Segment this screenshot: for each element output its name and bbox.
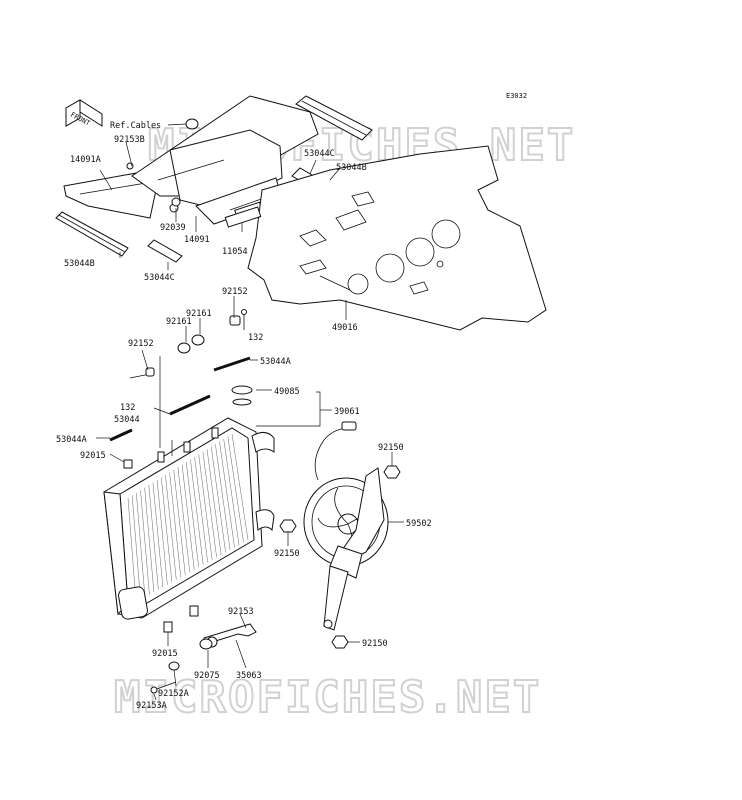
diagram-code: E3032 (506, 92, 527, 100)
watermark-bottom: MICROFICHES.NET (114, 672, 541, 723)
grommet-92161-pair (177, 334, 205, 354)
collar-92153 (189, 605, 199, 617)
label-35063: 35063 (236, 671, 262, 681)
bolt-132-top (241, 309, 247, 330)
label-53044c-top: 53044C (304, 149, 335, 159)
label-14091: 14091 (184, 235, 210, 245)
heat-shield-14091a (63, 95, 319, 225)
grommet-92152-top (229, 315, 241, 326)
label-49085: 49085 (274, 387, 300, 397)
nut-92150-top (383, 465, 401, 479)
label-53044b-top: 53044B (336, 163, 367, 173)
label-49016: 49016 (332, 323, 358, 333)
label-92152a: 92152A (158, 689, 189, 699)
nut-92150-mid (279, 519, 297, 533)
bolt-92153a (150, 681, 177, 694)
label-53044c-bottom: 53044C (144, 273, 175, 283)
label-92015-bottom: 92015 (152, 649, 178, 659)
seal-strip-53044a-left (109, 428, 133, 442)
label-92150-bottom: 92150 (362, 639, 388, 649)
label-92161-a: 92161 (166, 317, 192, 327)
front-arrow-icon: FRONT (65, 99, 103, 128)
label-92153: 92153 (228, 607, 254, 617)
clip-92039 (171, 197, 181, 207)
cooling-fan-59502 (303, 421, 389, 631)
label-92153a: 92153A (136, 701, 167, 711)
nut-92150-bottom (331, 635, 349, 649)
clip-92015-bottom (163, 621, 173, 633)
label-59502: 59502 (406, 519, 432, 529)
cable-ring-icon (185, 118, 199, 130)
leader-lines (96, 141, 404, 701)
seal-strip-53044 (169, 394, 211, 416)
bracket-11054 (224, 206, 262, 228)
label-53044: 53044 (114, 415, 140, 425)
bolt-92152-left (129, 367, 155, 379)
clip-92015-top (123, 459, 133, 469)
label-92153b: 92153B (114, 135, 145, 145)
label-39061: 39061 (334, 407, 360, 417)
label-92039: 92039 (160, 223, 186, 233)
grommet-92152a (168, 661, 180, 671)
seal-strip-53044a-right (213, 356, 251, 372)
gasket-plate-49016 (247, 145, 547, 331)
label-132-left: 132 (120, 403, 135, 413)
label-92150-mid: 92150 (274, 549, 300, 559)
radiator-39061 (103, 417, 275, 620)
ref-cables-label: Ref.Cables (110, 121, 161, 131)
label-92150-top: 92150 (378, 443, 404, 453)
label-11054: 11054 (222, 247, 248, 257)
label-53044a-left: 53044A (56, 435, 87, 445)
seal-strip-53044c-bottom (147, 239, 183, 263)
seal-strip-53044b-top (295, 95, 373, 141)
label-53044b-left: 53044B (64, 259, 95, 269)
label-14091a: 14091A (70, 155, 101, 165)
label-92152-top: 92152 (222, 287, 248, 297)
label-92161-b: 92161 (186, 309, 212, 319)
label-92152-left: 92152 (128, 339, 154, 349)
radiator-cap-49085 (231, 385, 253, 406)
label-92075: 92075 (194, 671, 220, 681)
label-132-top: 132 (248, 333, 263, 343)
label-53044a-right: 53044A (260, 357, 291, 367)
seal-strip-53044b-left (55, 211, 129, 257)
grommet-92075 (199, 638, 213, 650)
label-92015-top: 92015 (80, 451, 106, 461)
